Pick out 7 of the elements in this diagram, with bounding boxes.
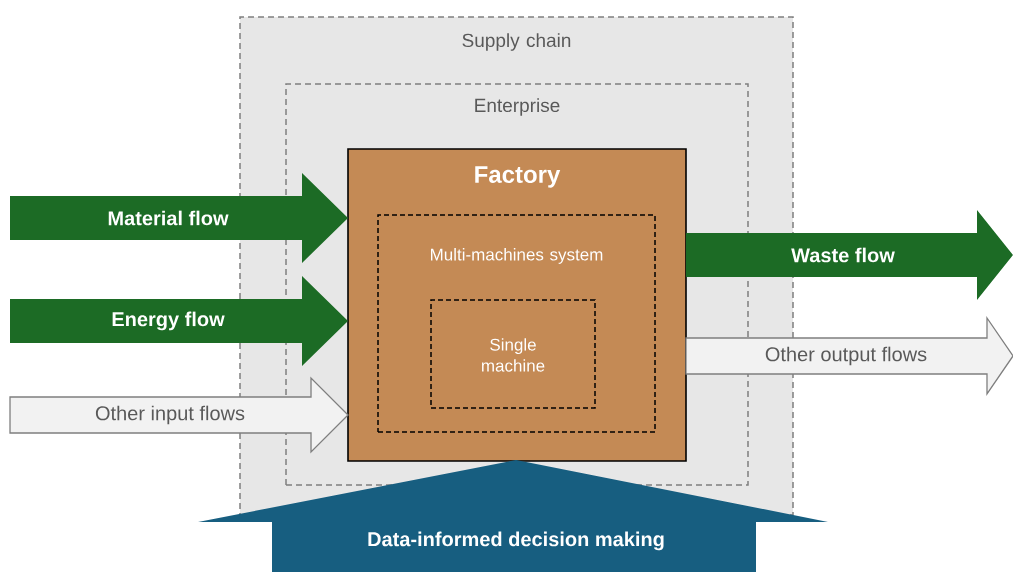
flow-band: Material flow xyxy=(10,173,348,263)
flow-band: Other output flows xyxy=(685,315,1013,397)
flow-band: Other input flows xyxy=(9,376,349,454)
flow-band: Data-informed decision making xyxy=(198,460,828,572)
flow-band: Waste flow xyxy=(686,210,1013,300)
machine-box: Single machine xyxy=(430,299,596,409)
flow-band: Energy flow xyxy=(10,276,348,366)
